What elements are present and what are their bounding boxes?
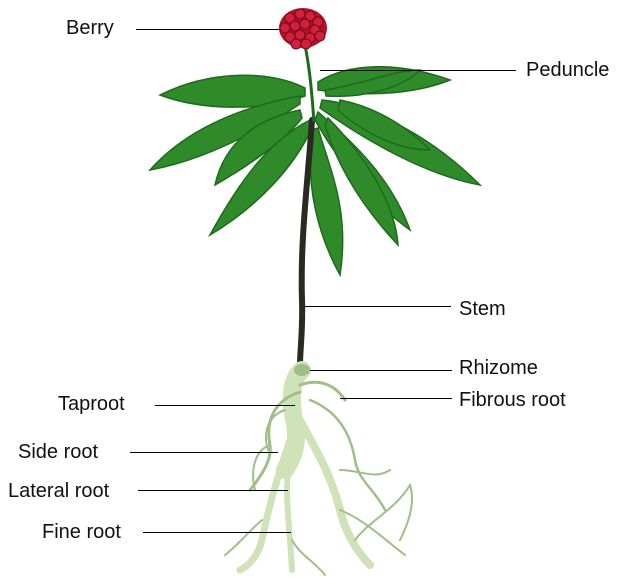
label-stem: Stem [459, 298, 506, 320]
fibrous-root-leader-line [340, 398, 452, 399]
label-taproot: Taproot [58, 393, 125, 415]
taproot-leader-line [155, 405, 295, 406]
lateral-root-leader-line [138, 490, 288, 491]
root-branch [300, 420, 370, 565]
berry-drupelet [315, 31, 325, 41]
rhizome-shape [294, 364, 310, 376]
berry-leader-line [136, 29, 279, 30]
label-fine-root: Fine root [42, 521, 121, 543]
root-branch [300, 382, 345, 400]
label-rhizome: Rhizome [459, 357, 538, 379]
peduncle-leader-line [320, 70, 516, 71]
leaves [150, 67, 480, 275]
label-berry: Berry [66, 17, 114, 39]
side-root-leader-line [130, 452, 278, 453]
berry-drupelet [290, 21, 300, 31]
berry-drupelet [291, 39, 301, 49]
berry-cluster [279, 8, 327, 49]
berry-drupelet [300, 19, 310, 29]
berry-drupelet [280, 23, 290, 33]
root-branch [355, 485, 412, 540]
fine-root-leader-line [143, 532, 291, 533]
root-branch [292, 540, 325, 575]
root-branch [240, 440, 290, 570]
label-side-root: Side root [18, 441, 98, 463]
roots [225, 370, 412, 575]
berry-drupelet [295, 30, 305, 40]
stem-leader-line [305, 306, 451, 307]
rhizome-leader-line [310, 370, 452, 371]
label-peduncle: Peduncle [526, 59, 609, 81]
stem-shape [300, 120, 312, 365]
label-fibrous-root: Fibrous root [459, 389, 566, 411]
root-branch [287, 470, 292, 570]
peduncle-shape [305, 45, 314, 122]
berry-drupelet [301, 39, 311, 49]
root-branch [340, 470, 390, 474]
berry-drupelet [295, 9, 305, 19]
label-lateral-root: Lateral root [8, 480, 109, 502]
